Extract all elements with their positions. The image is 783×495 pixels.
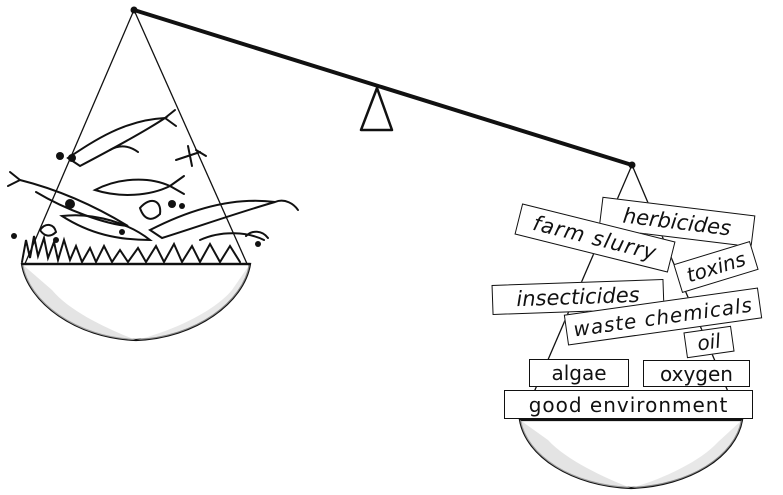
left-pan-contents [8, 110, 298, 262]
left-pan-strings [24, 10, 248, 266]
fulcrum-triangle [361, 88, 392, 130]
left-pan-bowl [22, 264, 250, 340]
label-good-environment: good environment [504, 390, 753, 419]
label-algae: algae [529, 359, 629, 387]
label-oxygen: oxygen [643, 360, 750, 387]
scale-beam [131, 7, 636, 169]
right-pan-bowl [520, 420, 742, 488]
